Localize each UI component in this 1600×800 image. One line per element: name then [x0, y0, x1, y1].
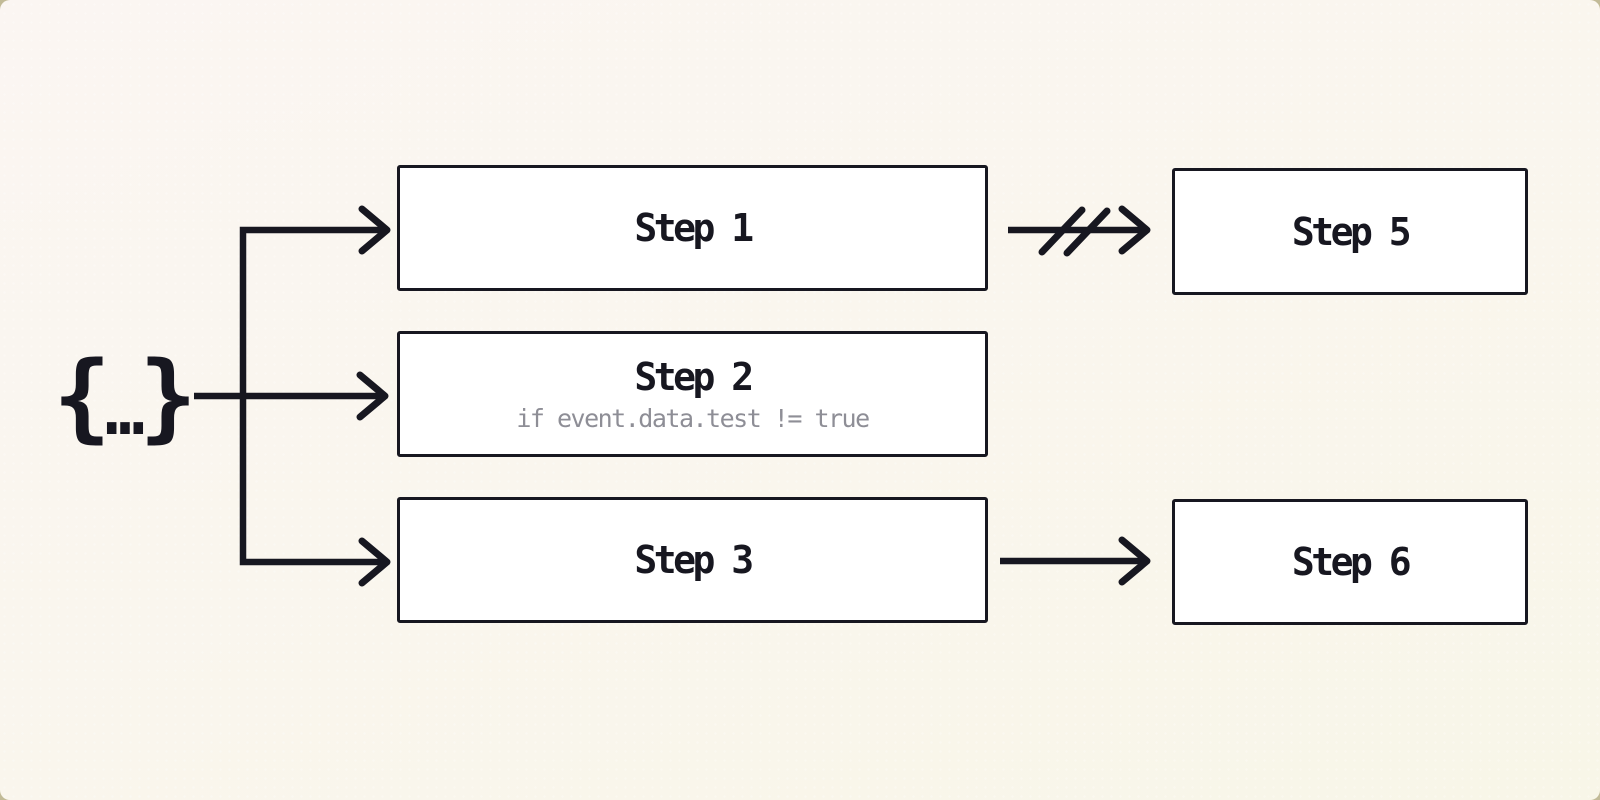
- node-label: Step 1: [634, 206, 754, 250]
- close-brace-glyph: }: [139, 341, 197, 453]
- arrowhead-icon: [1118, 536, 1151, 586]
- open-brace-glyph: {: [53, 341, 111, 453]
- cancelled-edge-step1-step5: [1008, 205, 1151, 257]
- ellipsis-glyph: …: [105, 373, 145, 450]
- arrowhead-icon: [358, 537, 391, 587]
- node-label: Step 6: [1291, 540, 1412, 584]
- arrowhead-icon: [356, 371, 389, 421]
- node-step-6[interactable]: Step 6: [1172, 499, 1528, 625]
- node-step-2[interactable]: Step 2 if event.data.test != true: [397, 331, 988, 457]
- node-condition: if event.data.test != true: [516, 403, 870, 433]
- node-label: Step 5: [1291, 209, 1412, 254]
- cancel-slashes-icon: [1038, 206, 1111, 257]
- node-step-1[interactable]: Step 1: [397, 165, 988, 291]
- node-step-3[interactable]: Step 3: [397, 497, 988, 623]
- trigger-event-icon[interactable]: { … }: [53, 341, 197, 453]
- node-label: Step 2: [634, 354, 754, 399]
- arrowhead-icon: [1118, 205, 1151, 255]
- node-label: Step 3: [634, 538, 754, 582]
- edge-step3-step6: [1000, 536, 1151, 586]
- arrowhead-icon: [358, 205, 391, 255]
- node-step-5[interactable]: Step 5: [1172, 168, 1528, 295]
- trigger-to-step2-arrow: [194, 371, 389, 421]
